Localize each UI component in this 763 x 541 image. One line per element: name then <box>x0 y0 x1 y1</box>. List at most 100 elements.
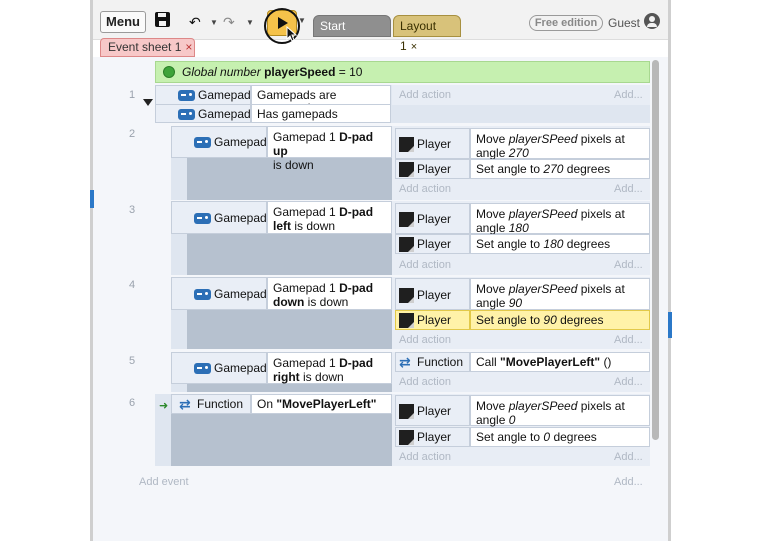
add-action-link[interactable]: Add action <box>399 259 451 271</box>
tab-event-sheet-1[interactable]: Event sheet 1× <box>100 38 195 57</box>
action-text[interactable]: Move playerSPeed pixels at angle 270 <box>470 128 650 160</box>
action-text[interactable]: Set angle to 270 degrees <box>470 159 650 179</box>
add-event-link[interactable]: Add event <box>139 476 189 488</box>
condition-object[interactable]: ⇄ Function <box>171 394 251 414</box>
add-more-link[interactable]: Add... <box>614 476 643 488</box>
action-param: 180 <box>508 221 529 235</box>
action-object[interactable]: Player <box>395 128 470 159</box>
action-object[interactable]: Player <box>395 427 470 447</box>
add-action-link[interactable]: Add action <box>399 183 451 195</box>
action-text[interactable]: Set angle to 0 degrees <box>470 427 650 447</box>
condition-text[interactable]: Gamepad 1 D-pad right is down <box>267 352 392 384</box>
menu-button[interactable]: Menu <box>100 11 146 33</box>
redo-dropdown-icon[interactable]: ▼ <box>246 18 254 27</box>
action-part: Set angle to <box>476 237 541 251</box>
user-name[interactable]: Guest <box>608 16 641 30</box>
object-name: Function <box>417 355 464 369</box>
object-name: Player <box>417 237 452 251</box>
object-name: Player <box>417 137 452 151</box>
action-text[interactable]: Move playerSPeed pixels at angle 0 <box>470 395 650 427</box>
condition-param: D-pad <box>339 205 374 219</box>
close-icon[interactable]: × <box>185 40 193 54</box>
action-object[interactable]: Player <box>395 395 470 426</box>
object-name: Player <box>417 313 452 327</box>
condition-text[interactable]: On "MovePlayerLeft" <box>251 394 392 414</box>
condition-part: is down <box>273 158 314 172</box>
condition-part: Gamepad 1 <box>273 356 336 370</box>
condition-text[interactable]: Has gamepads <box>251 104 391 123</box>
condition-object[interactable]: Gamepad <box>171 352 267 384</box>
vertical-scrollbar[interactable] <box>652 60 659 440</box>
action-object[interactable]: Player <box>395 234 470 254</box>
condition-object[interactable]: Gamepad <box>171 201 267 234</box>
action-part: pixels at <box>580 132 625 146</box>
add-action-link[interactable]: Add action <box>399 451 451 463</box>
add-action-link[interactable]: Add action <box>399 334 451 346</box>
save-icon[interactable] <box>155 12 171 32</box>
condition-param: D-pad <box>339 281 374 295</box>
tab-layout-1[interactable]: Layout 1× <box>393 15 461 53</box>
player-sprite-icon <box>399 288 414 303</box>
undo-icon[interactable]: ↶ <box>189 14 201 30</box>
redo-icon[interactable]: ↷ <box>223 14 235 30</box>
condition-text[interactable]: Gamepad 1 D-pad up is down <box>267 126 392 172</box>
user-icon[interactable] <box>644 13 660 29</box>
condition-object[interactable]: Gamepad <box>155 85 251 105</box>
action-text[interactable]: Call "MovePlayerLeft" () <box>470 352 650 372</box>
add-action-link[interactable]: Add action <box>399 376 451 388</box>
mouse-pointer-icon <box>286 26 298 42</box>
edge-marker <box>90 190 94 208</box>
action-text[interactable]: Set angle to 180 degrees <box>470 234 650 254</box>
add-more-link[interactable]: Add... <box>614 183 643 195</box>
object-name: Player <box>417 430 452 444</box>
gamepad-icon <box>194 289 211 300</box>
close-icon[interactable]: × <box>350 41 358 53</box>
object-name: Player <box>417 162 452 176</box>
add-more-link[interactable]: Add... <box>614 259 643 271</box>
condition-param: down <box>273 295 305 309</box>
add-more-link[interactable]: Add... <box>614 376 643 388</box>
event-number: 6 <box>128 397 136 409</box>
action-object[interactable]: Player <box>395 159 470 179</box>
condition-text[interactable]: Gamepad 1 D-pad left is down <box>267 201 392 234</box>
global-var-name: playerSpeed <box>264 65 336 79</box>
action-text[interactable]: Move playerSPeed pixels at angle 180 <box>470 203 650 235</box>
action-object[interactable]: Player <box>395 278 470 310</box>
condition-object[interactable]: Gamepad <box>171 126 267 158</box>
edge-marker <box>668 312 672 338</box>
action-param: playerSPeed <box>508 399 578 413</box>
player-sprite-icon <box>399 212 414 227</box>
action-object[interactable]: Player <box>395 203 470 234</box>
add-more-link[interactable]: Add... <box>614 451 643 463</box>
action-part: pixels at <box>580 399 625 413</box>
condition-param: "MovePlayerLeft" <box>276 397 377 411</box>
play-dropdown-icon[interactable]: ▼ <box>298 16 306 25</box>
close-icon[interactable]: × <box>410 41 418 53</box>
action-text-selected[interactable]: Set angle to 90 degrees <box>470 310 650 330</box>
condition-part: is down <box>294 219 336 233</box>
action-param: 0 <box>543 430 551 444</box>
action-text[interactable]: Move playerSPeed pixels at angle 90 <box>470 278 650 310</box>
add-more-link[interactable]: Add... <box>614 334 643 346</box>
condition-text[interactable]: Gamepad 1 D-pad down is down <box>267 277 392 310</box>
condition-part: Gamepad 1 <box>273 205 336 219</box>
global-var-type: Global number <box>182 65 261 79</box>
condition-object[interactable]: Gamepad <box>155 104 251 123</box>
global-variable-row[interactable]: Global number playerSpeed = 10 <box>155 61 650 83</box>
condition-object[interactable]: Gamepad <box>171 277 267 310</box>
action-object[interactable]: ⇄ Function <box>395 352 470 372</box>
action-object-selected[interactable]: Player <box>395 310 470 330</box>
object-name: Gamepad <box>214 135 267 149</box>
undo-dropdown-icon[interactable]: ▼ <box>210 18 218 27</box>
collapse-icon[interactable] <box>143 99 153 106</box>
tab-start-page[interactable]: Start page× <box>313 15 391 53</box>
condition-text[interactable]: Gamepads are supported <box>251 85 391 115</box>
action-param: playerSPeed <box>508 207 578 221</box>
frame-border-right <box>668 0 671 541</box>
condition-param: D-pad up <box>273 130 374 158</box>
add-action-link[interactable]: Add action <box>399 89 451 101</box>
add-more-link[interactable]: Add... <box>614 89 643 101</box>
condition-part: is down <box>307 295 349 309</box>
object-name: Gamepad <box>214 361 267 375</box>
player-sprite-icon <box>399 404 414 419</box>
